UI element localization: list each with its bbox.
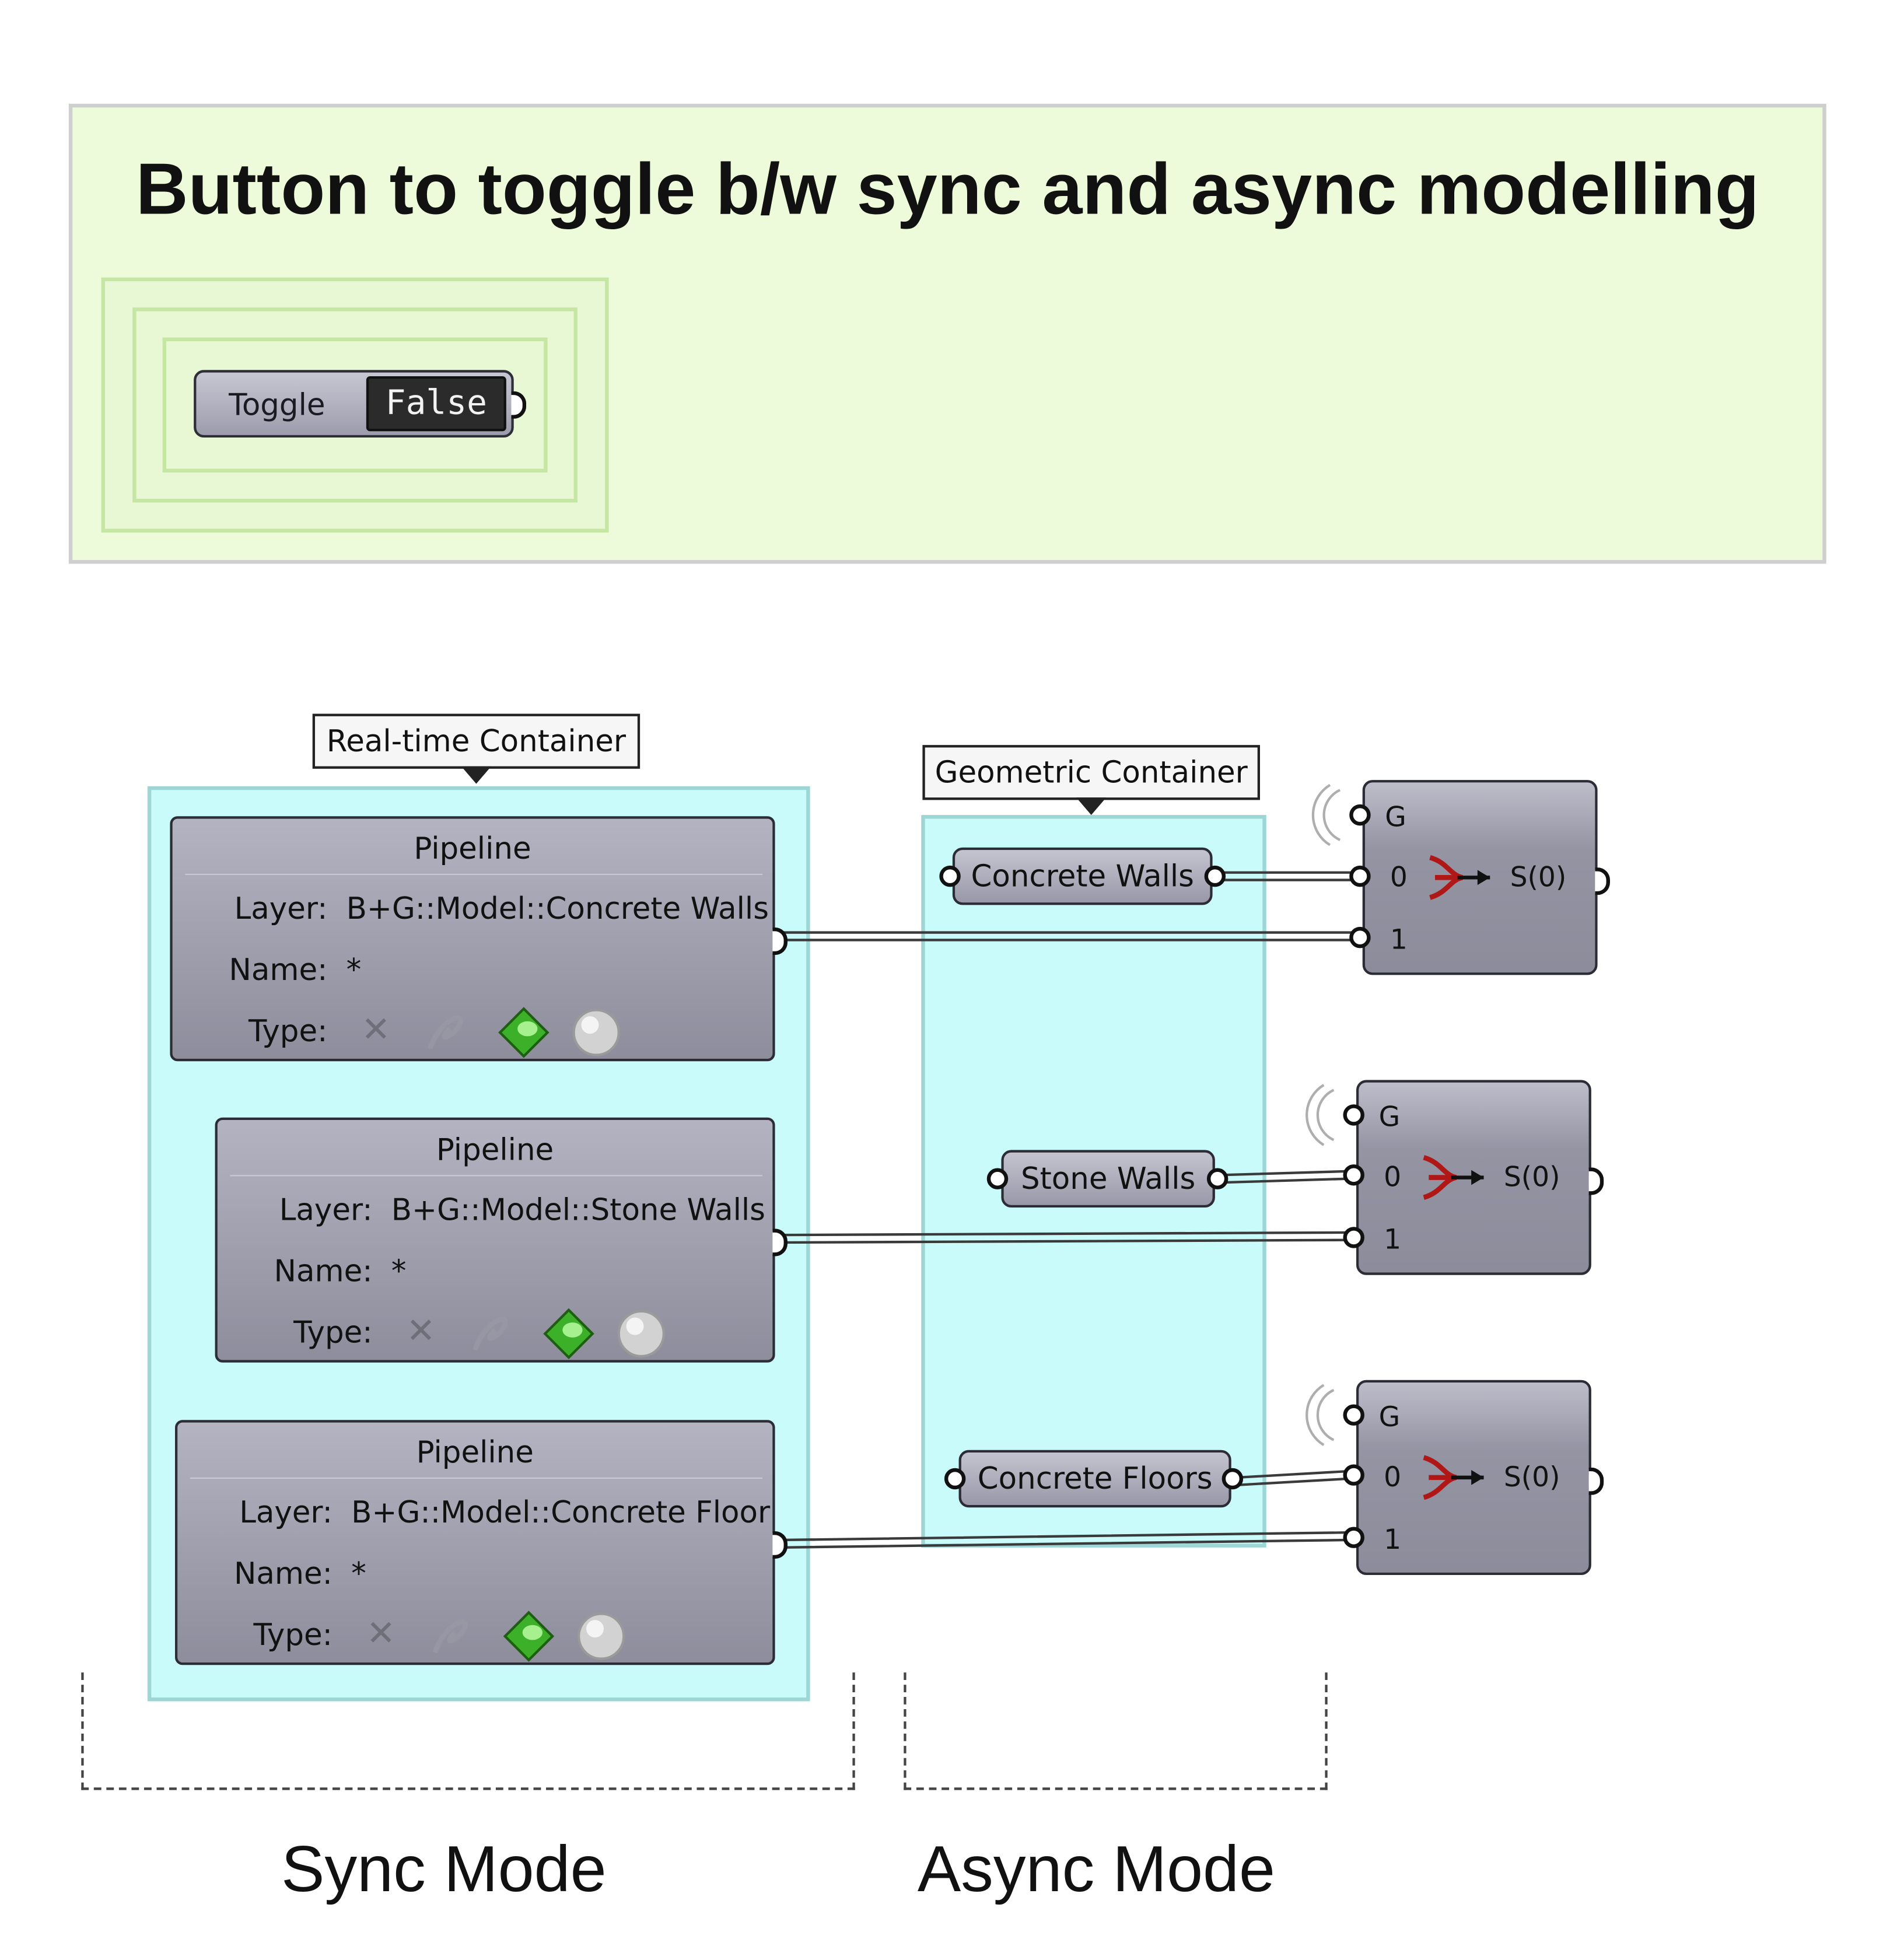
layer-value: B+G::Model::Concrete Walls: [346, 891, 769, 926]
input-g-label: G: [1378, 1402, 1401, 1434]
input-0-label: 0: [1384, 1162, 1402, 1194]
name-value: *: [351, 1556, 366, 1591]
param-concrete-floors[interactable]: Concrete Floors: [958, 1450, 1231, 1508]
name-value: *: [346, 952, 362, 988]
stream-filter-node[interactable]: G 0 1 S(0): [1356, 1380, 1604, 1575]
layer-label: Layer:: [279, 1192, 373, 1228]
layer-label: Layer:: [234, 891, 328, 926]
pipeline-node[interactable]: Pipeline Layer: B+G::Model::Concrete Flo…: [175, 1420, 788, 1665]
input-0-label: 0: [1390, 862, 1408, 894]
pipeline-title: Pipeline: [414, 831, 531, 866]
layer-value: B+G::Model::Stone Walls: [391, 1192, 765, 1228]
realtime-container-label: Real-time Container: [312, 713, 640, 769]
async-mode-label: Async Mode: [917, 1833, 1276, 1906]
output-grip[interactable]: [1595, 867, 1610, 895]
output-label: S(0): [1510, 862, 1567, 894]
curve-icon[interactable]: [428, 1610, 478, 1660]
param-concrete-walls[interactable]: Concrete Walls: [952, 847, 1213, 905]
panel-title: Button to toggle b/w sync and async mode…: [135, 148, 1759, 230]
divider: [185, 873, 763, 875]
sync-mode-bracket: [81, 1672, 855, 1790]
callout-pointer: [461, 766, 492, 784]
stream-filter-node[interactable]: G 0 1 S(0): [1362, 780, 1610, 975]
x-icon[interactable]: ✕: [406, 1310, 436, 1352]
name-label: Name:: [233, 1556, 332, 1591]
toggle-button[interactable]: Toggle False: [194, 370, 527, 438]
param-stone-walls[interactable]: Stone Walls: [1001, 1150, 1215, 1208]
name-label: Name:: [274, 1254, 373, 1289]
x-icon[interactable]: ✕: [361, 1009, 391, 1050]
curve-icon[interactable]: [467, 1307, 517, 1357]
mesh-icon[interactable]: [615, 1307, 667, 1360]
pipeline-title: Pipeline: [416, 1435, 534, 1470]
input-g-label: G: [1378, 1102, 1401, 1134]
stream-filter-icon: [1423, 1455, 1484, 1500]
curve-icon[interactable]: [422, 1006, 473, 1056]
stream-filter-icon: [1423, 1155, 1484, 1200]
output-label: S(0): [1503, 1462, 1560, 1494]
input-0-label: 0: [1384, 1462, 1402, 1494]
input-1-label: 1: [1390, 925, 1408, 957]
mesh-icon[interactable]: [570, 1006, 622, 1059]
input-1-label: 1: [1384, 1525, 1402, 1556]
toggle-panel: Button to toggle b/w sync and async mode…: [68, 103, 1826, 564]
geometric-container-label: Geometric Container: [922, 745, 1260, 800]
brep-icon[interactable]: [502, 1610, 555, 1662]
type-label: Type:: [253, 1617, 332, 1653]
mesh-icon[interactable]: [575, 1610, 628, 1662]
toggle-value[interactable]: False: [366, 376, 506, 432]
pipeline-title: Pipeline: [436, 1132, 554, 1168]
brep-icon[interactable]: [498, 1006, 550, 1059]
input-g-label: G: [1385, 802, 1406, 834]
stream-filter-node[interactable]: G 0 1 S(0): [1356, 1080, 1604, 1275]
name-label: Name:: [229, 952, 328, 988]
callout-pointer: [1076, 797, 1107, 816]
name-value: *: [391, 1254, 407, 1289]
layer-value: B+G::Model::Concrete Floor: [351, 1494, 771, 1530]
brep-icon[interactable]: [542, 1307, 595, 1360]
divider: [190, 1477, 763, 1479]
layer-label: Layer:: [239, 1494, 332, 1530]
input-1-label: 1: [1384, 1225, 1402, 1256]
x-icon[interactable]: ✕: [366, 1612, 396, 1654]
type-label: Type:: [248, 1013, 328, 1049]
divider: [230, 1175, 763, 1177]
output-label: S(0): [1503, 1162, 1560, 1194]
pipeline-node[interactable]: Pipeline Layer: B+G::Model::Stone Walls …: [215, 1117, 788, 1363]
sync-mode-label: Sync Mode: [281, 1833, 607, 1906]
pipeline-node[interactable]: Pipeline Layer: B+G::Model::Concrete Wal…: [170, 816, 788, 1062]
async-mode-bracket: [904, 1672, 1328, 1790]
type-label: Type:: [293, 1315, 373, 1350]
stream-filter-icon: [1429, 855, 1490, 900]
toggle-label: Toggle: [229, 387, 326, 423]
